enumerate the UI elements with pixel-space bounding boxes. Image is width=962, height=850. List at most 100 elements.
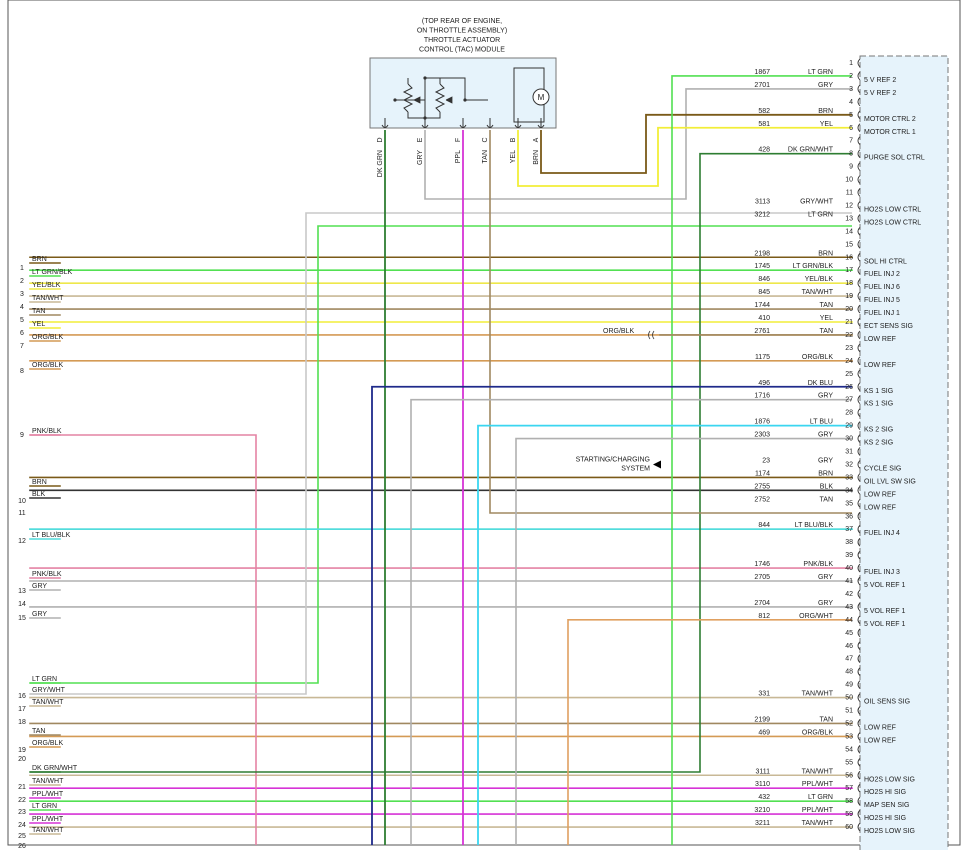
harness-pin: 20 — [18, 756, 26, 763]
pcm-pin-terminal — [857, 693, 861, 702]
pcm-circuit-number: 2199 — [754, 716, 770, 723]
module-pin-wire-color: TAN — [482, 150, 489, 163]
pcm-pin-number: 14 — [845, 228, 853, 235]
pcm-pin-number: 35 — [845, 500, 853, 507]
pcm-circuit-number: 2752 — [754, 496, 770, 503]
harness-pin-number: 24 — [18, 822, 26, 829]
pcm-pin-number: 46 — [845, 643, 853, 650]
gry-ks2-wire — [515, 437, 852, 845]
pcm-pin-number: 36 — [845, 513, 853, 520]
dk-grn-wht-purge-wire — [30, 152, 852, 773]
pcm-pin-function: LOW REF — [864, 336, 896, 343]
pcm-pin-function: LOW REF — [864, 724, 896, 731]
harness-wire-color: TAN/WHT — [32, 778, 64, 785]
pcm-pin: 47 — [845, 654, 861, 664]
pcm-pin-number: 1 — [849, 60, 853, 67]
pcm-wire-color: GRY — [818, 82, 833, 89]
pcm-pin-number: 31 — [845, 449, 853, 456]
pcm-pin-number: 16 — [845, 254, 853, 261]
pcm-circuit-number: 582 — [758, 108, 770, 115]
pcm-pin-number: 32 — [845, 461, 853, 468]
pcm-pin-function: LOW REF — [864, 737, 896, 744]
pcm-pin-terminal — [857, 188, 861, 197]
pcm-wire-color: LT GRN — [808, 69, 833, 76]
pcm-pin-function: OIL SENS SIG — [864, 699, 910, 706]
harness-pin-number: 22 — [18, 797, 26, 804]
pcm-pin-function: FUEL INJ 3 — [864, 569, 900, 576]
pcm-circuit-number: 812 — [758, 613, 770, 620]
pcm-pin-number: 40 — [845, 565, 853, 572]
module-pin-terminal — [381, 124, 389, 128]
pcm-wire-color: BRN — [818, 470, 833, 477]
pcm-pin-terminal — [857, 447, 861, 456]
pcm-circuit-number: 496 — [758, 380, 770, 387]
pcm-pin-terminal — [857, 434, 861, 443]
pcm-pin-terminal — [857, 719, 861, 728]
pcm-pin-terminal — [857, 550, 861, 560]
tps-sensor-schematic — [393, 76, 488, 120]
harness-pin-number: 6 — [20, 330, 24, 337]
tac-motor: M — [513, 67, 550, 123]
harness-pin: DK GRN/WHT — [32, 765, 78, 772]
pcm-pin-function: KS 2 SIG — [864, 440, 893, 447]
module-pin-letter: A — [533, 137, 540, 142]
pcm-pin-terminal — [857, 136, 861, 146]
pcm-pin-terminal — [857, 770, 861, 780]
org-blk-callout: ORG/BLK — [603, 328, 634, 335]
pcm-wire-color: TAN — [820, 328, 833, 335]
harness-pin-number: 8 — [20, 368, 24, 375]
pcm-pin: 35 2752 TAN LOW REF — [754, 496, 895, 511]
pcm-pin-function: 5 V REF 2 — [864, 90, 896, 97]
pcm-pin-number: 5 — [849, 112, 853, 119]
pcm-wire-color: YEL — [820, 315, 833, 322]
pcm-pin-terminal — [857, 97, 861, 107]
pcm-pin-number: 23 — [845, 345, 853, 352]
pcm-wire-color: GRY — [818, 432, 833, 439]
pcm-pin-function: HO2S LOW SIG — [864, 828, 915, 835]
pcm-pin-terminal — [857, 227, 861, 236]
arrow-left-icon — [653, 460, 661, 469]
brn-module-wire — [540, 113, 852, 174]
pcm-pin-terminal — [857, 460, 861, 469]
pcm-pin-terminal — [857, 654, 861, 664]
harness-wire-color: YEL — [32, 321, 45, 328]
pcm-pin-function: LOW REF — [864, 504, 896, 511]
pcm-wire-color: LT GRN — [808, 211, 833, 218]
pcm-circuit-number: 3211 — [755, 820, 770, 827]
pcm-circuit-number: 3210 — [754, 807, 770, 814]
pcm-pin-terminal — [857, 628, 861, 638]
pcm-wire-color: TAN — [820, 496, 833, 503]
pcm-pin: 9 — [849, 162, 861, 171]
pcm-pin: 46 — [845, 641, 861, 651]
pcm-pin-number: 52 — [845, 720, 853, 727]
pcm-circuit-number: 846 — [758, 276, 770, 283]
lt-grn-5v-ref-wire — [671, 75, 852, 845]
pcm-wire-color: GRY — [818, 600, 833, 607]
harness-wire-color: TAN — [32, 728, 45, 735]
pcm-pin-function: FUEL INJ 2 — [864, 271, 900, 278]
harness-pin: 7 — [20, 343, 24, 350]
pcm-pin-terminal — [857, 58, 861, 68]
pcm-wire-color: GRY — [818, 393, 833, 400]
harness-pin: LT GRN — [32, 676, 57, 683]
pcm-pin-number: 50 — [845, 695, 853, 702]
pnk-blk-wire — [30, 434, 257, 845]
module-caption-line: ON THROTTLE ASSEMBLY) — [417, 28, 507, 35]
pcm-pin: 25 — [845, 369, 861, 379]
harness-pin-number: 7 — [20, 343, 24, 350]
pcm-pin-number: 43 — [845, 604, 853, 611]
harness-wire-color: BLK — [32, 491, 46, 498]
